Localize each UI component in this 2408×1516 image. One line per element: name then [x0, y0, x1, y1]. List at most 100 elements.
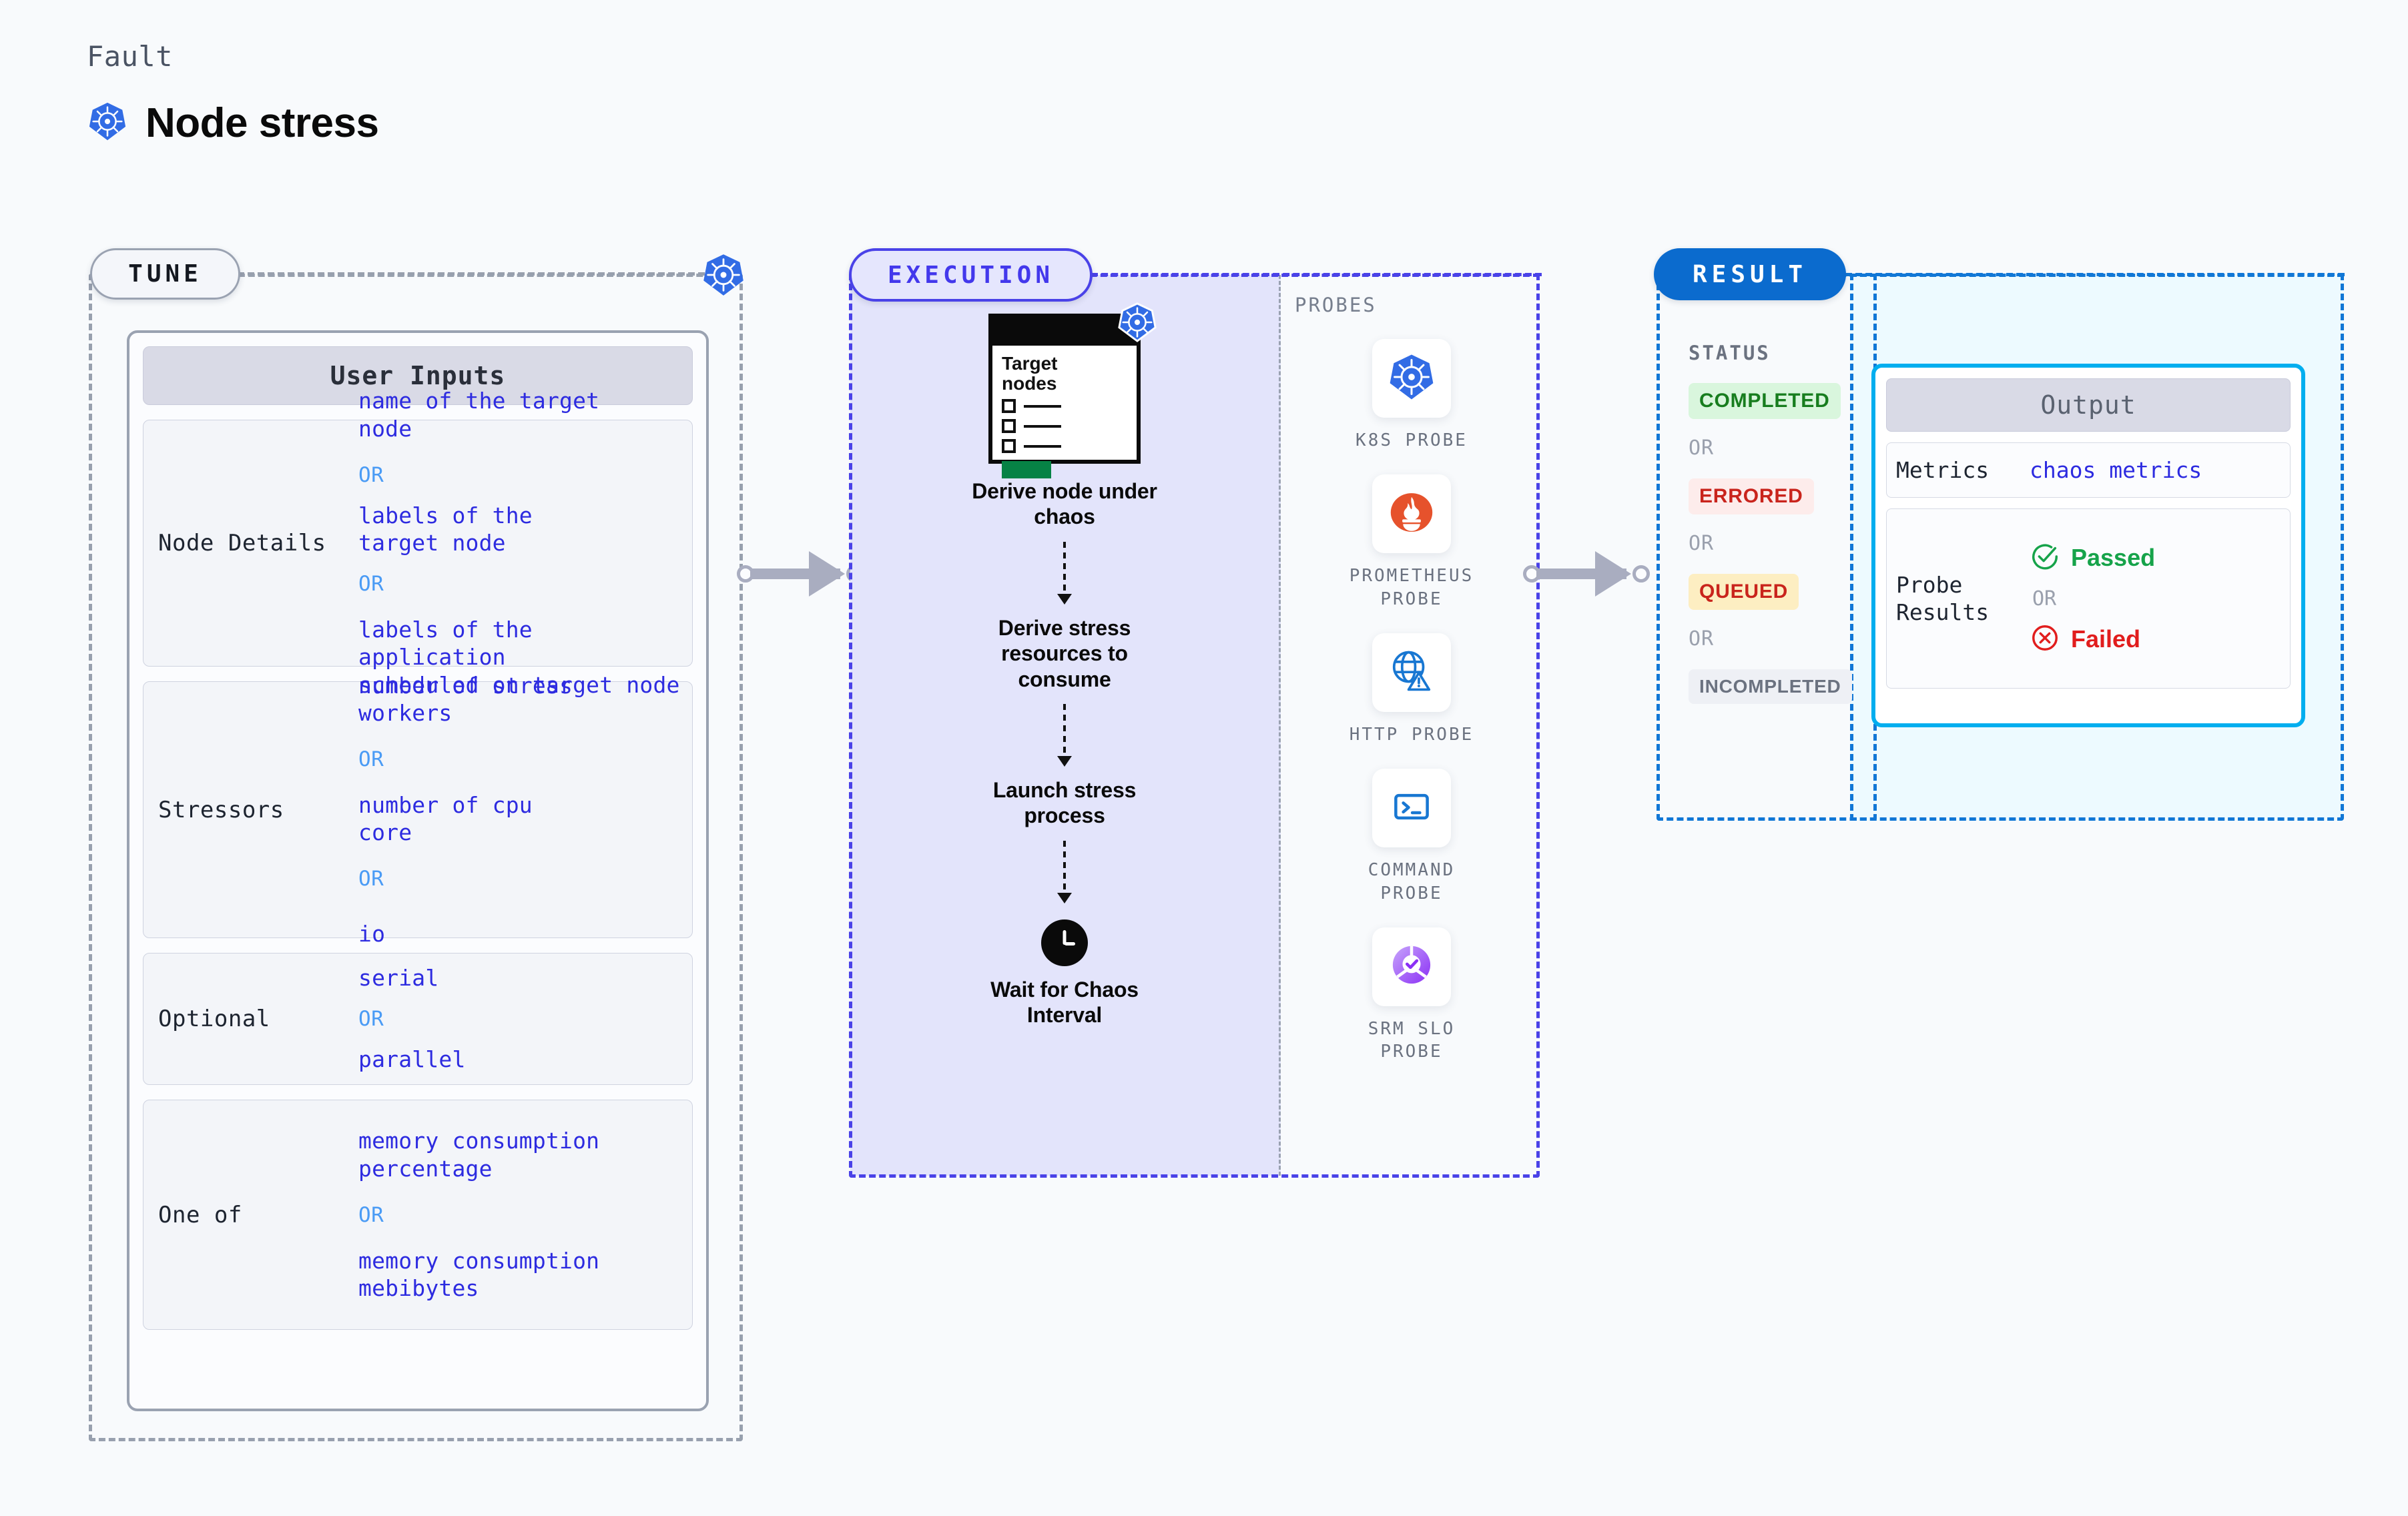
globe-warning-icon	[1388, 647, 1435, 697]
probes-title: PROBES	[1295, 294, 1377, 316]
probe-label: PROMETHEUS PROBE	[1349, 566, 1474, 609]
flow-step-label: Derive node under chaos	[972, 479, 1157, 529]
input-group-values: memory consumption percentage OR memory …	[358, 1127, 681, 1302]
output-row-probe-results[interactable]: Probe Results Passed OR	[1886, 508, 2291, 689]
user-inputs-header: User Inputs	[143, 346, 693, 405]
probes-column: PROBES K8S PROBE	[1288, 294, 1535, 1064]
probe-tile	[1372, 339, 1451, 418]
input-value: labels of the application scheduled on t…	[358, 616, 680, 698]
or-separator: OR	[358, 747, 384, 771]
flow-step-label: Launch stress process	[992, 777, 1137, 828]
output-header: Output	[1886, 378, 2291, 432]
placeholder-line	[1024, 404, 1061, 408]
checkbox-icon	[1002, 399, 1016, 414]
or-separator: OR	[358, 1202, 384, 1227]
input-value: io	[358, 920, 386, 947]
kubernetes-icon	[1387, 352, 1436, 405]
input-group-values: name of the target node OR labels of the…	[358, 387, 681, 699]
status-column: STATUS COMPLETED OR ERRORED OR QUEUED OR…	[1689, 342, 1862, 704]
execution-dashed-connector-line	[1091, 273, 1542, 276]
placeholder-line	[1024, 444, 1061, 448]
progress-bar	[1002, 461, 1051, 479]
connector-execution-to-result	[1523, 551, 1650, 597]
or-separator: OR	[358, 462, 384, 487]
fault-title-row: Node stress	[87, 99, 379, 147]
input-value: name of the target node	[358, 388, 600, 442]
probe-label: K8S PROBE	[1356, 430, 1468, 450]
probe-item-srm-slo[interactable]: SRM SLO PROBE	[1288, 927, 1535, 1064]
probe-results-values: Passed OR Failed	[2030, 541, 2155, 657]
output-card: Output Metrics chaos metrics Probe Resul…	[1871, 364, 2305, 727]
or-separator: OR	[1689, 532, 1715, 555]
kubernetes-icon	[701, 252, 746, 298]
card-titlebar	[992, 318, 1137, 346]
checkbox-row	[1002, 399, 1127, 414]
tune-dashed-connector-line	[238, 272, 705, 276]
probe-tile	[1372, 927, 1451, 1006]
checkbox-icon	[1002, 439, 1016, 454]
probes-divider	[1279, 275, 1281, 1176]
or-separator: OR	[2032, 587, 2057, 611]
output-row-metrics[interactable]: Metrics chaos metrics	[1886, 442, 2291, 498]
or-separator: OR	[1689, 436, 1715, 460]
execution-flow-column: Target nodes Derive node under chaos Der…	[868, 302, 1261, 1028]
passed-label: Passed	[2071, 544, 2156, 572]
input-value: parallel	[358, 1046, 466, 1072]
input-group-label: Stressors	[158, 796, 284, 823]
connector-arrowhead	[1595, 551, 1631, 597]
clock-icon	[1041, 919, 1088, 966]
result-stage-pill[interactable]: RESULT	[1654, 248, 1846, 300]
input-value: memory consumption mebibytes	[358, 1247, 600, 1302]
probe-tile	[1372, 633, 1451, 712]
checkbox-row	[1002, 419, 1127, 434]
output-row-label: Metrics	[1896, 457, 1990, 483]
input-group-stressors[interactable]: Stressors number of stress workers OR nu…	[143, 673, 693, 947]
tune-stage-pill[interactable]: TUNE	[90, 248, 240, 300]
input-group-label: Optional	[158, 1006, 270, 1032]
probe-label: HTTP PROBE	[1349, 724, 1474, 745]
connector-arrowhead	[809, 551, 845, 597]
status-badge-queued: QUEUED	[1689, 574, 1799, 610]
probe-result-failed: Failed	[2030, 623, 2155, 657]
input-value: labels of the target node	[358, 502, 533, 556]
fault-kicker-label: Fault	[87, 40, 173, 73]
input-value: serial	[358, 965, 439, 992]
user-inputs-card: User Inputs Node Details name of the tar…	[127, 330, 709, 1411]
probe-item-command[interactable]: COMMAND PROBE	[1288, 769, 1535, 905]
flow-arrow-icon	[1057, 840, 1072, 903]
kubernetes-icon	[1117, 302, 1158, 343]
probe-label: SRM SLO PROBE	[1368, 1018, 1456, 1062]
input-group-one-of[interactable]: One of memory consumption percentage OR …	[143, 1100, 693, 1330]
probe-result-passed: Passed	[2030, 541, 2155, 575]
execution-stage-pill[interactable]: EXECUTION	[849, 248, 1093, 302]
placeholder-line	[1024, 424, 1061, 428]
input-group-optional[interactable]: Optional serial OR parallel	[143, 953, 693, 1085]
target-nodes-card: Target nodes	[988, 302, 1157, 479]
input-group-node-details[interactable]: Node Details name of the target node OR …	[143, 388, 693, 698]
input-group-values: serial OR parallel	[358, 964, 681, 1073]
output-row-label: Probe Results	[1896, 572, 1990, 626]
terminal-icon	[1388, 783, 1436, 834]
flow-step-label: Derive stress resources to consume	[998, 615, 1131, 691]
status-badge-errored: ERRORED	[1689, 478, 1814, 514]
check-circle-icon	[2030, 541, 2060, 575]
page-title: Node stress	[145, 100, 379, 146]
target-nodes-card-body: Target nodes	[988, 314, 1141, 479]
result-dashed-connector-line	[1845, 273, 2345, 276]
probe-item-http[interactable]: HTTP PROBE	[1288, 633, 1535, 746]
connector-end-dot	[1632, 565, 1650, 583]
probe-label: COMMAND PROBE	[1368, 860, 1456, 903]
flow-arrow-icon	[1057, 703, 1072, 767]
input-group-label: One of	[158, 1201, 242, 1228]
checkbox-icon	[1002, 419, 1016, 434]
input-value: number of stress workers	[358, 672, 573, 727]
status-badge-completed: COMPLETED	[1689, 383, 1841, 419]
failed-label: Failed	[2071, 625, 2141, 653]
probe-item-k8s[interactable]: K8S PROBE	[1288, 339, 1535, 452]
connector-tune-to-execution	[737, 551, 864, 597]
probe-item-prometheus[interactable]: PROMETHEUS PROBE	[1288, 474, 1535, 611]
or-separator: OR	[358, 866, 384, 891]
input-value: memory consumption percentage	[358, 1128, 600, 1182]
fault-header: Fault Node stress	[87, 40, 379, 147]
probe-tile	[1372, 769, 1451, 848]
